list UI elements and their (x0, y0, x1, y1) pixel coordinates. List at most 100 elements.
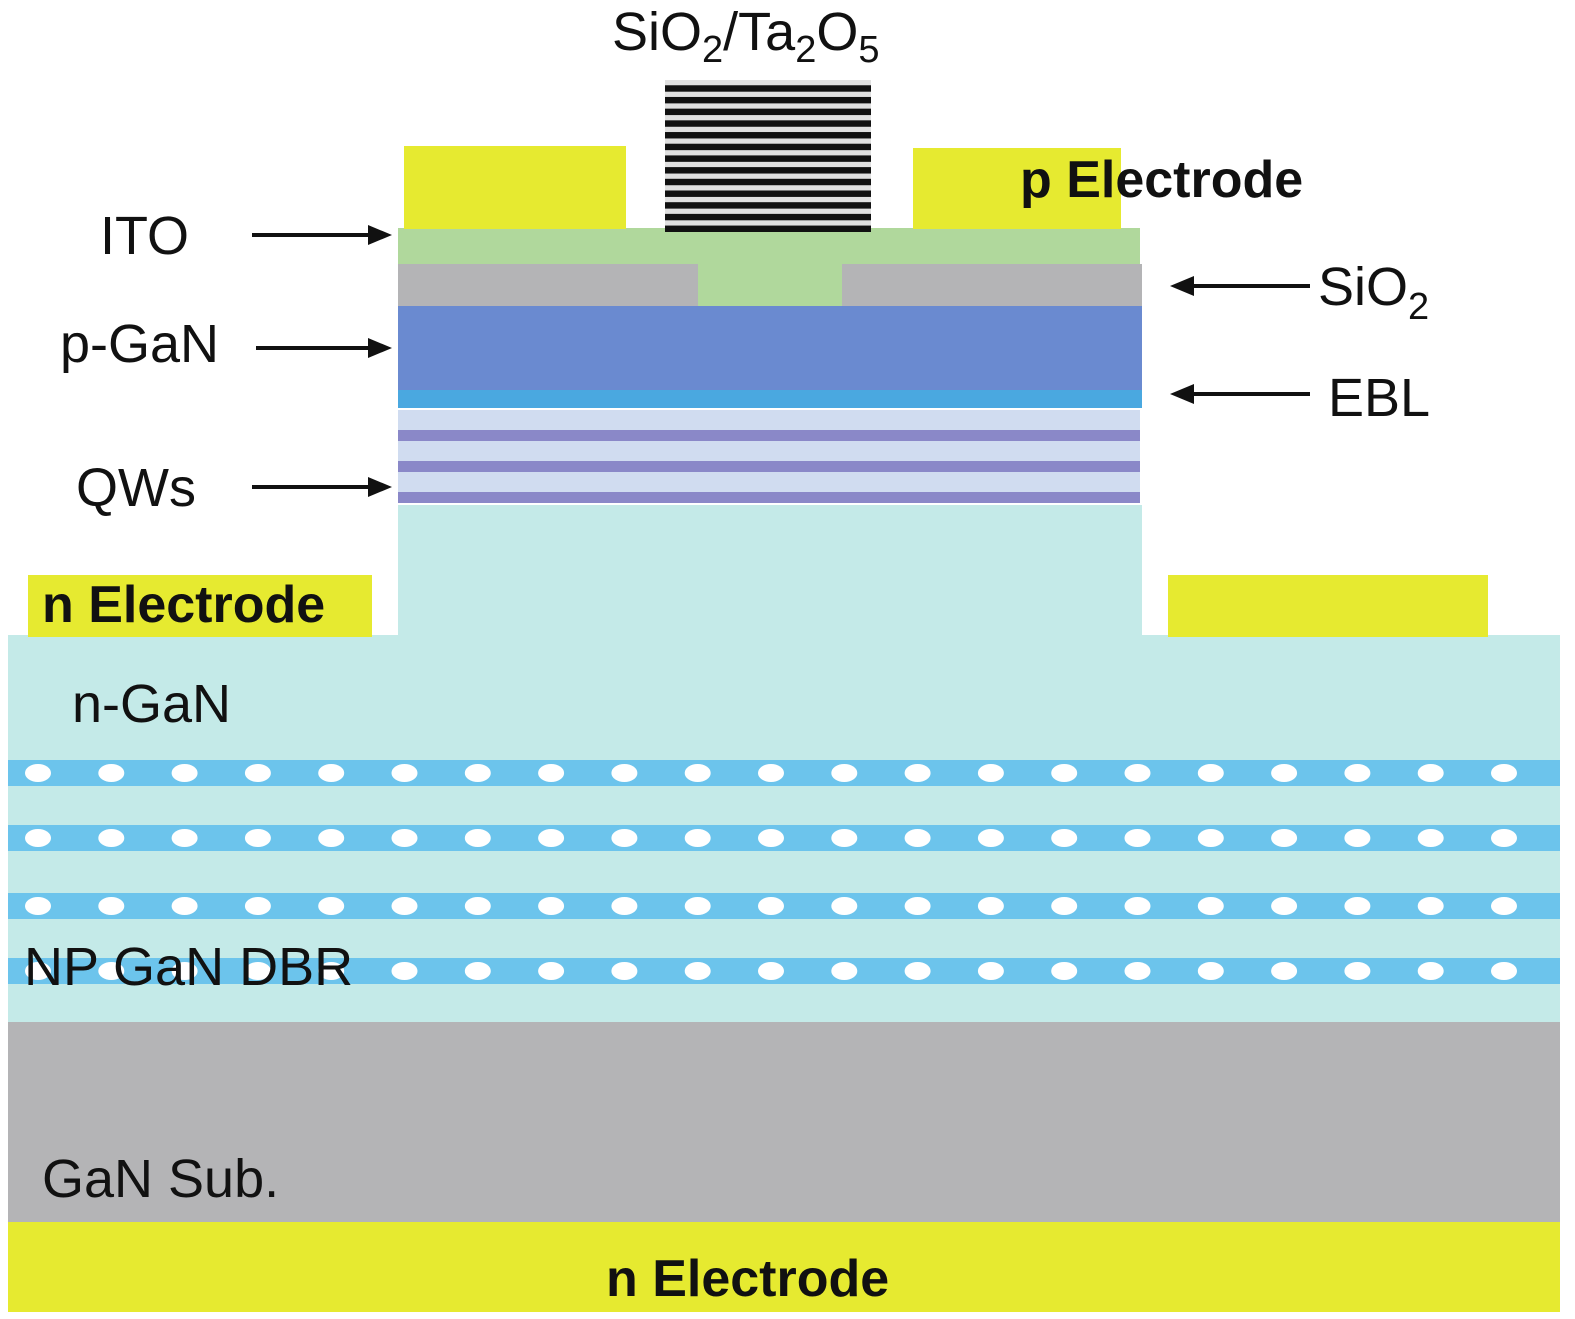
top-dbr-stripe (665, 225, 871, 232)
pore (25, 829, 51, 847)
pore (1344, 829, 1371, 847)
pore (1271, 764, 1298, 782)
qw-well (398, 461, 1140, 472)
pore (1197, 764, 1224, 782)
pore (25, 962, 51, 980)
pore (98, 829, 125, 847)
ebl-layer (398, 388, 1142, 408)
gan-substrate (8, 1022, 1560, 1222)
pore (538, 764, 565, 782)
pore (1051, 897, 1078, 915)
pore (1344, 897, 1371, 915)
pore (1417, 829, 1444, 847)
qw-well (398, 430, 1140, 441)
top-dbr-stripe (665, 120, 871, 127)
label-n-electrode-bottom: n Electrode (606, 1250, 889, 1308)
pore (98, 764, 125, 782)
label-np-gan-dbr: NP GaN DBR (24, 937, 353, 997)
pore (318, 764, 345, 782)
pore (977, 897, 1004, 915)
top-dbr-stripe (665, 96, 871, 104)
pore (391, 962, 418, 980)
pore (1124, 764, 1151, 782)
pore (904, 829, 931, 847)
pore (318, 962, 345, 980)
top-dbr-stripe (665, 155, 871, 162)
top-dbr-stripe (665, 167, 871, 174)
arrow-ebl (1170, 384, 1310, 404)
qw-well (398, 492, 1140, 503)
pore (1491, 962, 1517, 980)
label-sio2: SiO2 (1318, 257, 1429, 328)
pore (1417, 962, 1444, 980)
label-qws: QWs (76, 458, 196, 518)
label-n-gan: n-GaN (72, 674, 231, 734)
pore (684, 764, 711, 782)
pore (1491, 764, 1517, 782)
pore (904, 897, 931, 915)
p-gan-layer (398, 306, 1142, 390)
bottom-n-electrode (8, 1222, 1560, 1312)
pore (244, 829, 271, 847)
label-ito: ITO (100, 206, 189, 266)
top-dbr-stripe (665, 202, 871, 209)
pore (25, 897, 51, 915)
pore (977, 829, 1004, 847)
pore (171, 764, 198, 782)
pore (25, 764, 51, 782)
pore (758, 962, 784, 980)
pore (684, 829, 711, 847)
pore (1271, 829, 1298, 847)
pore (538, 829, 565, 847)
top-dbr-stripe (665, 143, 871, 151)
pore (244, 897, 271, 915)
label-ebl: EBL (1328, 368, 1430, 428)
pore (1417, 897, 1444, 915)
top-dbr-stripe (665, 178, 871, 186)
pore (611, 962, 638, 980)
pore (831, 829, 858, 847)
pore (391, 764, 418, 782)
pore (171, 829, 198, 847)
pore (538, 897, 565, 915)
arrow-sio2 (1170, 276, 1310, 296)
top-dbr-stripe (665, 85, 871, 92)
n-electrode-pad-left (28, 575, 372, 637)
pore (1417, 764, 1444, 782)
pore (611, 764, 638, 782)
top-dbr-stripe (665, 190, 871, 197)
pore (244, 764, 271, 782)
n-electrode-pad-right (1168, 575, 1488, 637)
pore (98, 897, 125, 915)
pore (538, 962, 565, 980)
pore (171, 897, 198, 915)
label-p-electrode: p Electrode (1020, 151, 1303, 209)
arrow-p-gan (256, 338, 392, 358)
pore (391, 897, 418, 915)
pore (391, 829, 418, 847)
pore (611, 897, 638, 915)
pore (171, 962, 198, 980)
pore (684, 962, 711, 980)
p-electrode-right (913, 148, 1121, 229)
np-gan-dbr (8, 760, 1560, 984)
pore (758, 764, 784, 782)
label-p-gan: p-GaN (60, 314, 219, 374)
pore (758, 829, 784, 847)
pore (1124, 897, 1151, 915)
pore (1197, 962, 1224, 980)
mesa-n-gan (398, 505, 1142, 640)
pore (1051, 764, 1078, 782)
top-dbr-stripe (665, 213, 871, 221)
pore (464, 829, 491, 847)
pore (1344, 764, 1371, 782)
label-gan-sub: GaN Sub. (42, 1149, 279, 1209)
pore (1197, 897, 1224, 915)
pore (464, 764, 491, 782)
label-n-electrode-top: n Electrode (42, 576, 325, 634)
pore (98, 962, 125, 980)
pore (831, 962, 858, 980)
arrow-qws (252, 477, 392, 497)
pore (1197, 829, 1224, 847)
